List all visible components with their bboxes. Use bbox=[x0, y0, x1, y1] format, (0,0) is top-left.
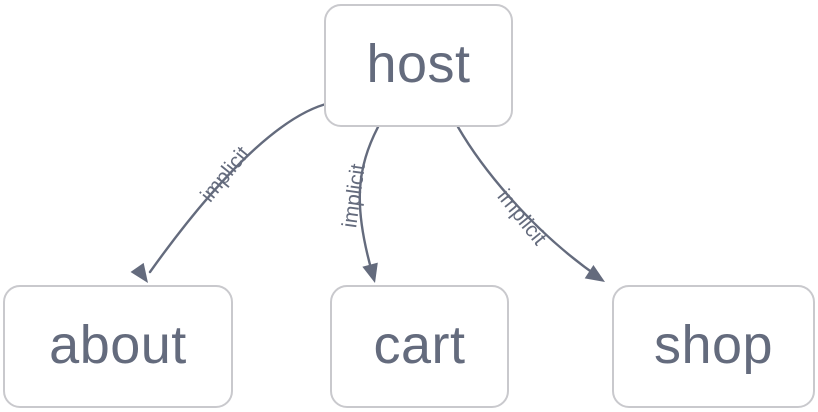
arrowhead-host-cart bbox=[362, 262, 378, 283]
node-label-about: about bbox=[49, 315, 187, 375]
edge-label-host-cart: implicit bbox=[338, 162, 370, 229]
edge-host-cart[interactable]: implicit bbox=[338, 125, 383, 285]
node-shop[interactable]: shop bbox=[612, 285, 815, 408]
node-box-host bbox=[324, 4, 513, 127]
node-host[interactable]: host bbox=[324, 4, 513, 127]
arrowhead-host-shop bbox=[584, 264, 605, 282]
node-label-shop: shop bbox=[654, 315, 773, 375]
edge-host-about[interactable]: implicit bbox=[130, 101, 332, 288]
edge-label-host-shop: implicit bbox=[493, 185, 551, 249]
edge-path-host-cart bbox=[358, 125, 380, 274]
arrowhead-host-about bbox=[130, 262, 148, 283]
node-box-shop bbox=[612, 285, 815, 408]
node-cart[interactable]: cart bbox=[330, 285, 509, 408]
edge-path-host-shop bbox=[456, 125, 602, 280]
edge-path-host-about bbox=[148, 101, 332, 274]
nodes-layer: host about cart shop bbox=[3, 4, 815, 408]
edges-layer: implicit implicit implicit bbox=[130, 101, 609, 289]
node-label-host: host bbox=[366, 34, 470, 94]
node-about[interactable]: about bbox=[3, 285, 233, 408]
edge-label-host-about: implicit bbox=[196, 142, 254, 206]
node-box-cart bbox=[330, 285, 509, 408]
node-box-about bbox=[3, 285, 233, 408]
node-label-cart: cart bbox=[373, 315, 465, 375]
edge-host-shop[interactable]: implicit bbox=[456, 125, 609, 289]
